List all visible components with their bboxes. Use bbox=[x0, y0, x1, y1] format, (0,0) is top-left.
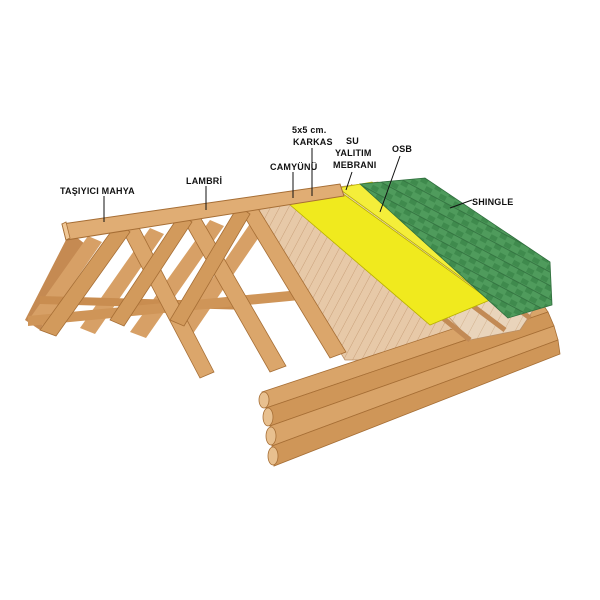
leader-lines bbox=[103, 148, 473, 222]
label-membrane-yalitim: YALITIM bbox=[335, 148, 372, 158]
label-shingle: SHINGLE bbox=[472, 197, 513, 207]
label-karkas: KARKAS bbox=[293, 137, 333, 147]
log-wall bbox=[258, 299, 561, 467]
shingle-layer bbox=[359, 177, 553, 319]
log-end-1 bbox=[258, 391, 270, 409]
label-membrane-mebrani: MEBRANI bbox=[333, 160, 376, 170]
label-lambri: LAMBRİ bbox=[186, 176, 222, 186]
leader-osb bbox=[379, 155, 401, 213]
label-camyunu: CAMYÜNÜ bbox=[270, 162, 317, 172]
log-end-4 bbox=[267, 446, 279, 466]
labels: TAŞIYICI MAHYA LAMBRİ CAMYÜNÜ 5x5 cm. KA… bbox=[60, 125, 513, 207]
log-end-3 bbox=[265, 426, 277, 446]
label-membrane-su: SU bbox=[346, 136, 359, 146]
log-end-2 bbox=[262, 407, 274, 427]
label-osb: OSB bbox=[392, 144, 412, 154]
leader-membrane bbox=[345, 171, 353, 191]
label-tasiyici-mahya: TAŞIYICI MAHYA bbox=[60, 186, 135, 196]
leader-shingle bbox=[449, 199, 473, 209]
label-karkas-size: 5x5 cm. bbox=[292, 125, 326, 135]
ridge-beam-end bbox=[61, 221, 71, 241]
front-trusses bbox=[39, 201, 347, 379]
